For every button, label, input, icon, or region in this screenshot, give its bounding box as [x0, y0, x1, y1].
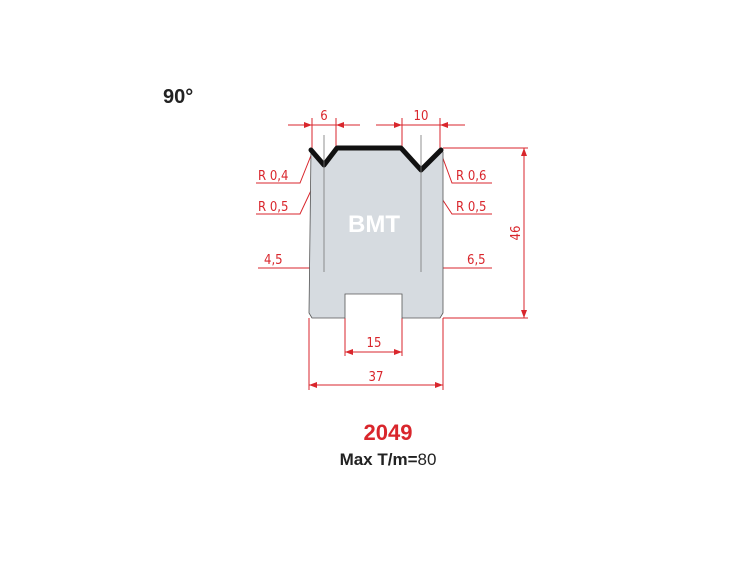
dim-r-left-top: R 0,4	[258, 169, 288, 184]
leader-r06	[440, 152, 492, 184]
dim-height: 46	[509, 226, 524, 241]
dim-r-right-top: R 0,6	[456, 169, 486, 184]
dim-v-left: 6	[320, 109, 327, 124]
product-code: 2049	[363, 420, 413, 445]
dim-offset-left: 4,5	[264, 253, 283, 268]
dim-r-left-bottom: R 0,5	[258, 200, 288, 215]
dim-offset-right: 6,5	[467, 253, 486, 268]
leader-r04	[256, 152, 313, 184]
dim-v-right: 10	[414, 109, 429, 124]
angle-label: 90°	[163, 86, 194, 108]
max-tonnage-value: 80	[417, 450, 437, 469]
brand-label: BMT	[348, 211, 400, 238]
dim-total-width: 37	[369, 370, 384, 385]
max-tonnage-label: Max T/m=	[339, 450, 418, 469]
die-working-edge	[308, 145, 444, 173]
dim-slot: 15	[367, 336, 382, 351]
dim-r-right-bottom: R 0,5	[456, 200, 486, 215]
max-tonnage: Max T/m=80	[0, 450, 740, 470]
